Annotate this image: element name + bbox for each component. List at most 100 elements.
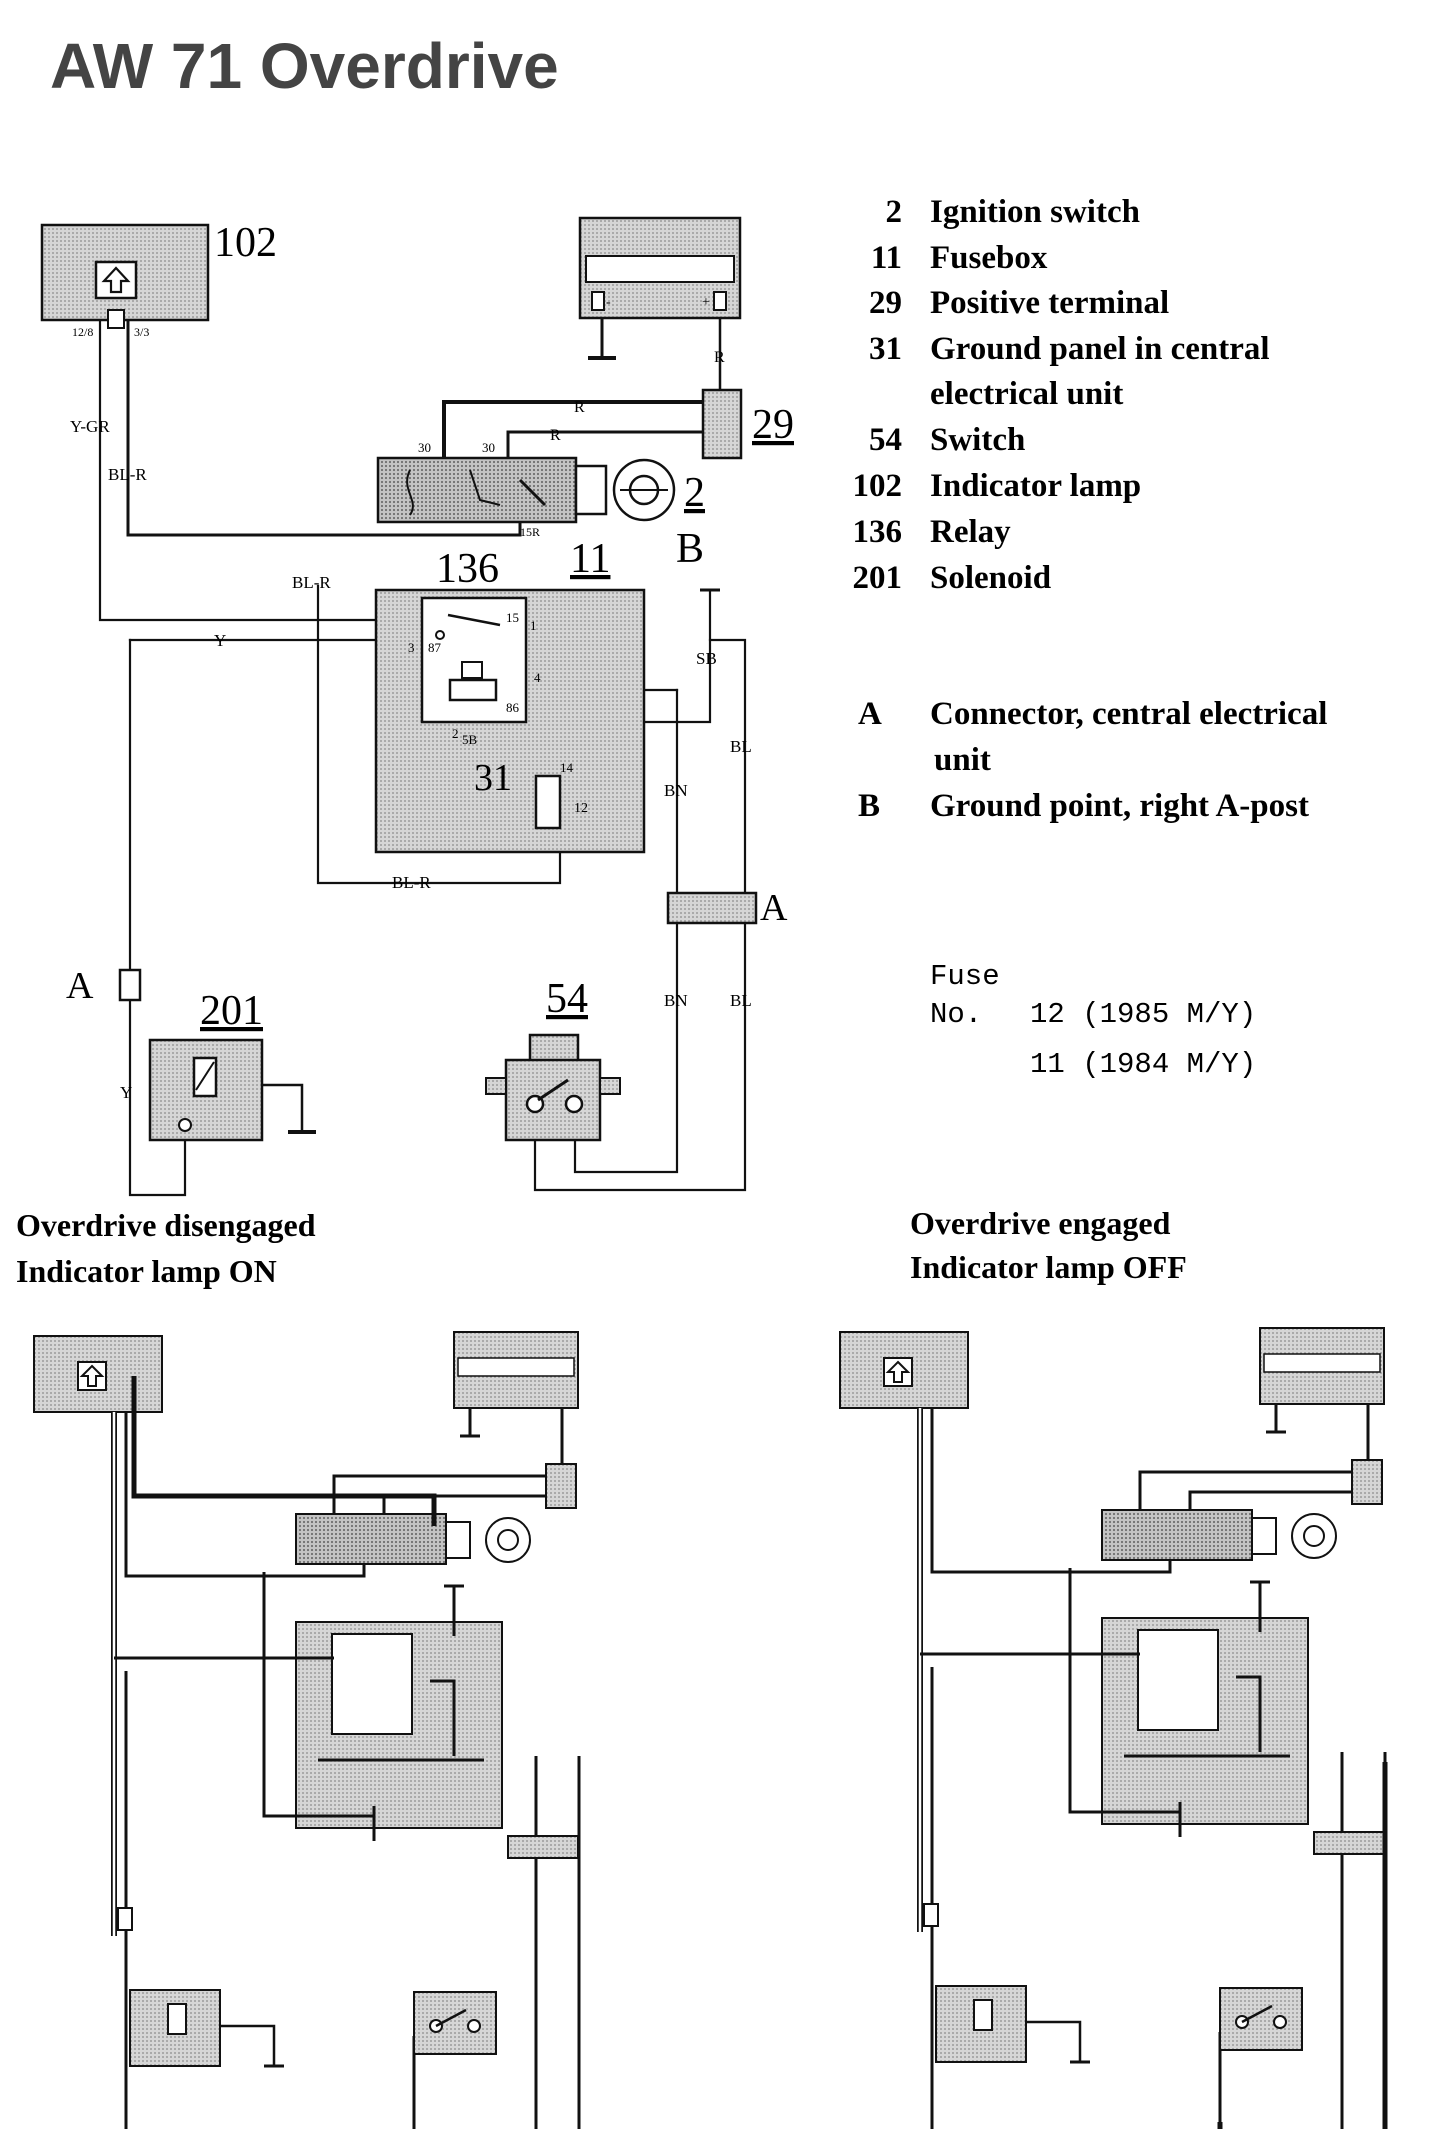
connector-a-left: A <box>66 965 142 1007</box>
legend-item: 29 Positive terminal <box>869 285 1169 321</box>
wire-blr-lamp <box>126 316 522 537</box>
pin-label-12-8: 12/8 <box>72 325 93 339</box>
relay <box>420 596 528 724</box>
fuse-line-1985: 12 (1985 M/Y) <box>1030 998 1256 1031</box>
legend-label: Solenoid <box>930 560 1051 596</box>
captions: Overdrive disengaged Indicator lamp ON O… <box>16 1205 1187 1289</box>
pin-label-86: 86 <box>506 700 520 715</box>
switch: 54 <box>485 976 621 1142</box>
component-label-b: B <box>676 526 704 572</box>
pin-label-1: 1 <box>530 618 537 633</box>
wire-label-ygr: Y-GR <box>70 417 110 436</box>
svg-text:-: - <box>606 295 611 310</box>
pin-label-4: 4 <box>534 670 541 685</box>
wire-label-sb: SB <box>696 649 717 668</box>
component-label-136: 136 <box>436 546 499 592</box>
wire-label-blr-1: BL-R <box>108 465 147 484</box>
caption-right-line-1: Overdrive engaged <box>910 1205 1171 1241</box>
pin-label-30b: 30 <box>482 440 495 455</box>
legend-item: 201 Solenoid <box>853 560 1052 596</box>
component-label-2: 2 <box>684 470 705 516</box>
legend-label: Relay <box>930 514 1011 550</box>
legend-item: 31 Ground panel in central electrical un… <box>869 331 1270 412</box>
legend-number: 11 <box>871 240 902 276</box>
legend-label: Fusebox <box>930 240 1048 276</box>
ground-point-b: B <box>676 526 720 592</box>
letter-legend-item: A Connector, central electrical unit <box>858 696 1327 778</box>
wire-labels: Y-GR BL-R BL-R BL-R Y Y SB BL BL BN BN <box>70 417 752 1102</box>
letter-legend: A Connector, central electrical unit B G… <box>858 696 1327 824</box>
component-label-a-left: A <box>66 965 94 1007</box>
pin-label-15r: 15R <box>520 525 540 539</box>
svg-text:+: + <box>702 295 710 310</box>
positive-terminal: 29 R R R <box>550 349 794 460</box>
caption-right-line-2: Indicator lamp OFF <box>910 1249 1187 1285</box>
component-label-201: 201 <box>200 988 263 1034</box>
page-title: AW 71 Overdrive <box>50 30 559 102</box>
wire-bl-down <box>533 923 747 1192</box>
indicator-lamp: 102 12/8 3/3 <box>40 220 277 339</box>
letter-key: B <box>858 788 880 824</box>
pin-label-3: 3 <box>408 640 415 655</box>
caption-left-line-2: Indicator lamp ON <box>16 1253 277 1289</box>
wire-label-bn-1: BN <box>664 781 688 800</box>
connector-a-right: A <box>666 887 788 929</box>
letter-label: Ground point, right A-post <box>930 788 1309 824</box>
pin-label-87: 87 <box>428 640 442 655</box>
legend-number: 31 <box>869 331 902 367</box>
wire-label-r-battery: R <box>714 349 725 366</box>
legend-number: 29 <box>869 285 902 321</box>
wire-bn-down <box>573 923 679 1174</box>
switch-icon <box>525 1078 584 1114</box>
legend-item: 54 Switch <box>869 422 1025 458</box>
legend-label: Ignition switch <box>930 194 1140 230</box>
pin-label-12: 12 <box>574 801 588 816</box>
letter-legend-item: B Ground point, right A-post <box>858 788 1309 824</box>
solenoid-icon <box>192 1056 218 1098</box>
relay-coil-icon <box>448 661 498 702</box>
legend-label: Indicator lamp <box>930 468 1141 504</box>
pin-label-30a: 30 <box>418 440 431 455</box>
wire-label-bl-2: BL <box>730 991 752 1010</box>
wire-label-r-top: R <box>574 399 585 416</box>
legend-label: Switch <box>930 422 1025 458</box>
main-diagram: 102 12/8 3/3 - + 29 R R R <box>40 216 794 1197</box>
wire-label-y-1: Y <box>214 631 226 650</box>
letter-label-cont: unit <box>934 742 991 778</box>
letter-key: A <box>858 696 882 732</box>
fuse-no-label: No. <box>930 998 982 1031</box>
pin-label-5b: 5B <box>462 732 478 747</box>
legend-label-cont: electrical unit <box>930 376 1123 412</box>
legend-number: 201 <box>853 560 903 596</box>
solenoid: 201 <box>148 988 316 1142</box>
battery: - + <box>578 216 742 360</box>
wire-label-bn-2: BN <box>664 991 688 1010</box>
ignition-switch-icon <box>612 458 676 522</box>
legend-number: 2 <box>886 194 903 230</box>
legend-label: Positive terminal <box>930 285 1169 321</box>
wire-y-sol <box>128 998 187 1197</box>
wire-blr-loop <box>316 584 562 885</box>
component-label-29: 29 <box>752 402 794 448</box>
legend-item: 11 Fusebox <box>871 240 1048 276</box>
wire-label-bl-1: BL <box>730 737 752 756</box>
component-label-54: 54 <box>546 976 588 1022</box>
legend: 2 Ignition switch 11 Fusebox 29 Positive… <box>853 194 1270 596</box>
wire-r-second <box>506 430 709 462</box>
component-label-102: 102 <box>214 220 277 266</box>
wire-label-blr-2: BL-R <box>292 573 331 592</box>
fuse-note: Fuse No. 12 (1985 M/Y) 11 (1984 M/Y) <box>930 960 1256 1081</box>
caption-left-line-1: Overdrive disengaged <box>16 1207 316 1243</box>
pin-label-3-3: 3/3 <box>134 325 149 339</box>
pin-label-15: 15 <box>506 610 519 625</box>
legend-item: 136 Relay <box>853 514 1012 550</box>
component-label-11: 11 <box>570 536 610 582</box>
component-label-a-right: A <box>760 887 788 929</box>
legend-item: 102 Indicator lamp <box>853 468 1142 504</box>
wire-label-r-second: R <box>550 427 561 444</box>
component-label-31: 31 <box>474 757 512 799</box>
pin-label-14: 14 <box>560 760 574 775</box>
legend-number: 102 <box>853 468 903 504</box>
wire-b <box>708 588 747 897</box>
